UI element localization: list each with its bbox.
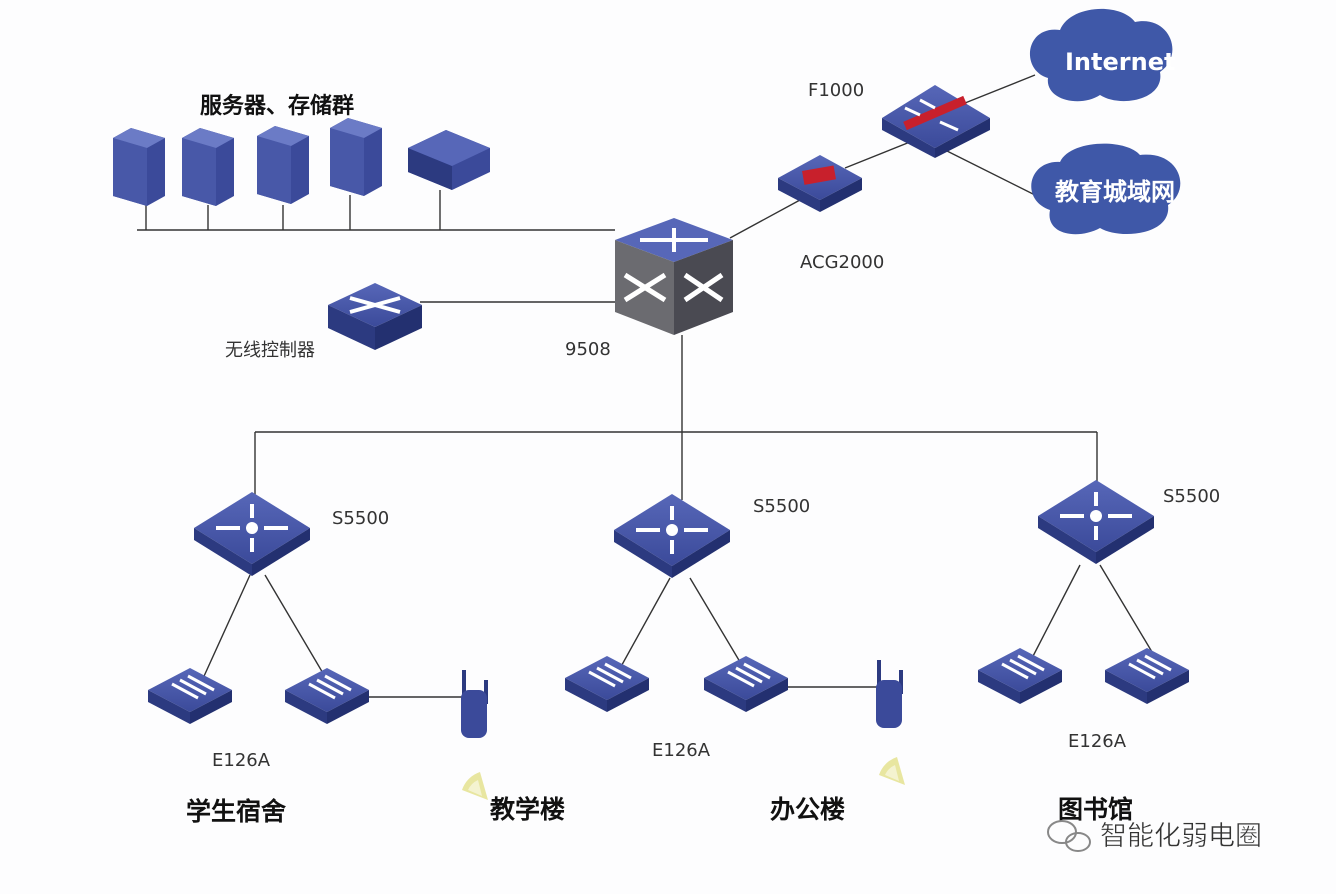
core-label: 9508 xyxy=(565,339,611,360)
firewall-icon xyxy=(882,85,990,158)
internet-cloud-icon xyxy=(1029,8,1173,102)
wifi-signal-icon xyxy=(462,772,488,800)
storage-rack-icon xyxy=(408,130,490,190)
edu-network-label: 教育城域网 xyxy=(1055,178,1175,206)
access-point-icon xyxy=(461,670,488,738)
building-label: 图书馆 xyxy=(1058,795,1133,824)
edu-network-cloud-icon xyxy=(1031,143,1181,235)
dist-switch-icon xyxy=(192,490,312,578)
wechat-icon xyxy=(1047,820,1091,852)
access-label: E126A xyxy=(1068,731,1127,752)
watermark: 智能化弱电圈 xyxy=(1100,821,1262,852)
access-switch-icon xyxy=(702,654,790,714)
dist-switch-icon xyxy=(612,492,732,580)
acg-label: ACG2000 xyxy=(800,252,884,273)
access-switch-icon xyxy=(1103,646,1191,706)
building-label: 办公楼 xyxy=(770,795,845,824)
access-label: E126A xyxy=(652,740,711,761)
dist-switch-icon xyxy=(1036,478,1156,566)
firewall-label: F1000 xyxy=(808,80,864,101)
access-label: E126A xyxy=(212,750,271,771)
access-point-icon xyxy=(876,660,903,728)
core-switch-icon xyxy=(615,218,733,335)
building-label: 教学楼 xyxy=(490,795,565,824)
wifi-signal-icon xyxy=(879,757,905,785)
access-switch-icon xyxy=(283,666,371,726)
server-storage-group xyxy=(113,118,490,206)
internet-label: Internet xyxy=(1065,48,1175,76)
acg-icon xyxy=(778,155,862,212)
access-switch-icon xyxy=(563,654,651,714)
dist-label: S5500 xyxy=(332,508,389,529)
access-switch-icon xyxy=(976,646,1064,706)
dist-label: S5500 xyxy=(1163,486,1220,507)
server-group-title: 服务器、存储群 xyxy=(200,93,354,119)
access-switch-icon xyxy=(146,666,234,726)
wireless-controller-label: 无线控制器 xyxy=(225,340,315,361)
links xyxy=(137,74,1159,698)
wireless-controller-icon xyxy=(328,283,422,350)
dist-label: S5500 xyxy=(753,496,810,517)
building-label: 学生宿舍 xyxy=(186,797,286,826)
